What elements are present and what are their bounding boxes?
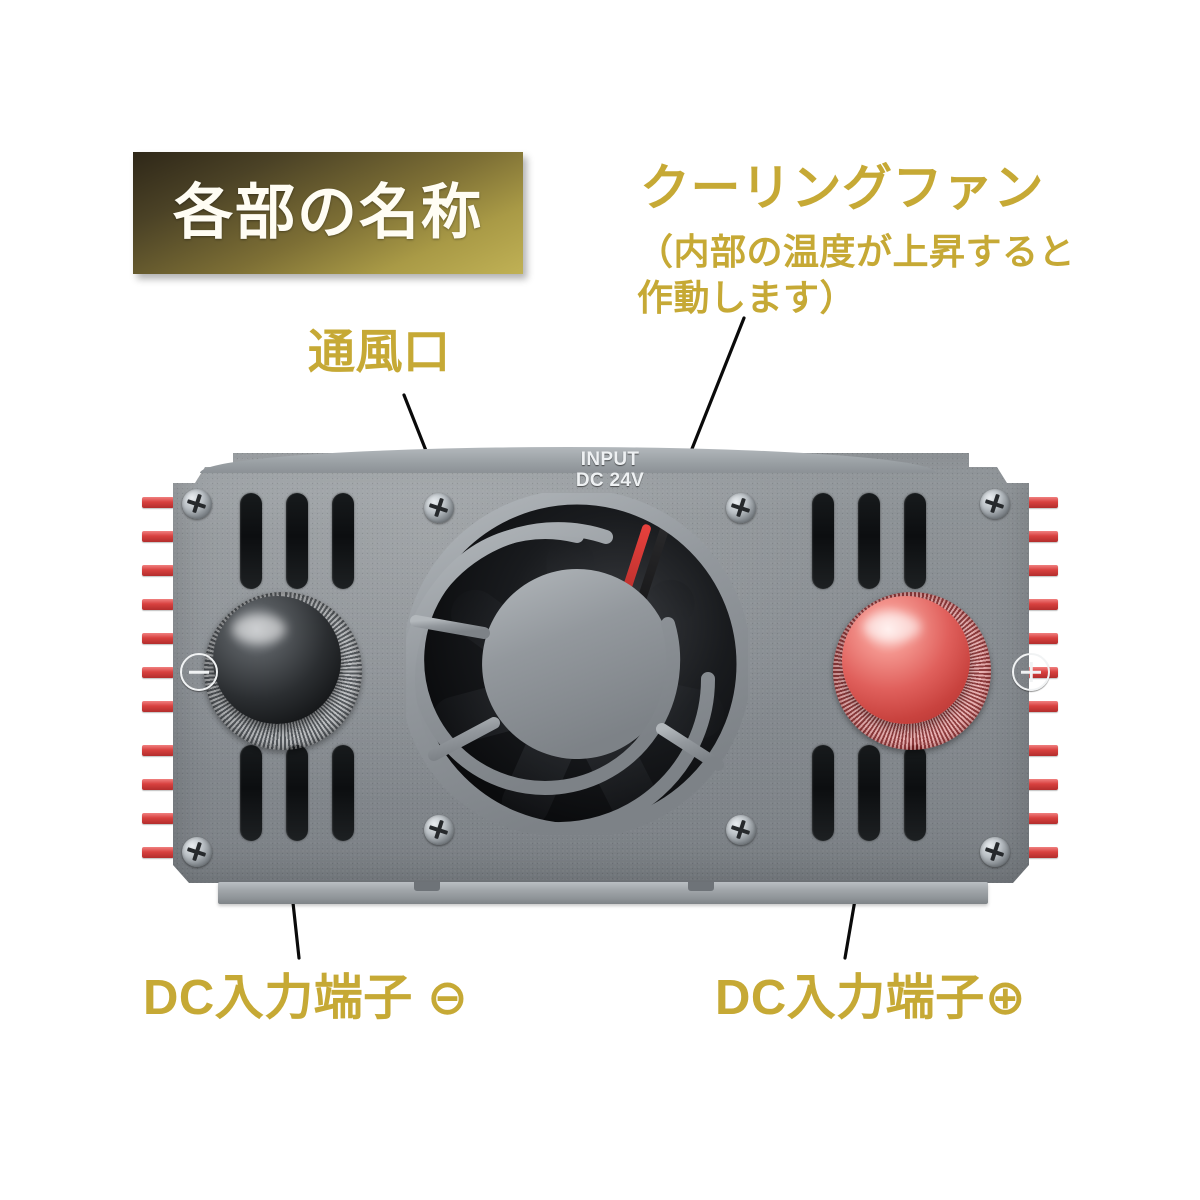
- vent-slot: [812, 493, 834, 589]
- phillips-screw: [424, 493, 454, 523]
- vent-slot: [332, 745, 354, 841]
- vent-slot: [286, 745, 308, 841]
- callout-label-dc-input-negative: DC入力端子 ⊖: [143, 971, 469, 1025]
- dc-input-positive-terminal[interactable]: [833, 592, 991, 750]
- vent-slot: [332, 493, 354, 589]
- power-inverter-device: [140, 445, 1060, 930]
- vent-slot: [286, 493, 308, 589]
- heatsink-fin: [142, 633, 174, 644]
- callout-label-dc-input-positive: DC入力端子⊕: [715, 971, 1027, 1025]
- input-label-line1: INPUT: [580, 449, 640, 470]
- phillips-screw: [726, 493, 756, 523]
- heatsink-fin: [1026, 565, 1058, 576]
- heatsink-fin: [142, 667, 174, 678]
- heatsink-fin: [142, 497, 174, 508]
- vent-slot: [812, 745, 834, 841]
- vent-slot: [240, 745, 262, 841]
- input-voltage-silkscreen: INPUT DC 24V: [540, 449, 680, 491]
- heatsink-fin: [142, 847, 174, 858]
- cooling-fan-grille: [406, 493, 748, 835]
- heatsink-fin: [1026, 531, 1058, 542]
- heatsink-fin: [1026, 813, 1058, 824]
- heatsink-fin: [142, 565, 174, 576]
- heatsink-fin: [1026, 497, 1058, 508]
- heatsink-fin: [1026, 745, 1058, 756]
- input-label-line2: DC 24V: [575, 469, 645, 491]
- vent-slot: [240, 493, 262, 589]
- vent-slot: [858, 493, 880, 589]
- heatsink-fin: [142, 531, 174, 542]
- section-title-banner: 各部の名称: [133, 152, 523, 274]
- heatsink-fin: [1026, 633, 1058, 644]
- heatsink-fin: [142, 745, 174, 756]
- heatsink-fin: [142, 701, 174, 712]
- phillips-screw: [980, 837, 1010, 867]
- dc-input-negative-terminal[interactable]: [204, 592, 362, 750]
- callout-sublabel-cooling-fan-line2: 作動します）: [637, 277, 857, 318]
- callout-sublabel-cooling-fan-line1: （内部の温度が上昇すると: [637, 231, 1076, 272]
- device-base-strip: [218, 882, 988, 904]
- heatsink-fin: [1026, 779, 1058, 790]
- phillips-screw: [726, 815, 756, 845]
- page-title: 各部の名称: [173, 179, 483, 246]
- phillips-screw: [980, 489, 1010, 519]
- heatsink-fin: [1026, 599, 1058, 610]
- phillips-screw: [182, 489, 212, 519]
- callout-label-vent: 通風口: [308, 325, 451, 378]
- heatsink-fin: [1026, 847, 1058, 858]
- positive-polarity-icon: [1012, 653, 1050, 691]
- heatsink-fin: [1026, 701, 1058, 712]
- heatsink-fin: [142, 779, 174, 790]
- phillips-screw: [424, 815, 454, 845]
- callout-label-cooling-fan: クーリングファン: [640, 160, 1044, 216]
- negative-polarity-icon: [180, 653, 218, 691]
- vent-slot: [858, 745, 880, 841]
- heatsink-fin: [142, 599, 174, 610]
- heatsink-fin: [142, 813, 174, 824]
- vent-slot: [904, 493, 926, 589]
- phillips-screw: [182, 837, 212, 867]
- vent-slot: [904, 745, 926, 841]
